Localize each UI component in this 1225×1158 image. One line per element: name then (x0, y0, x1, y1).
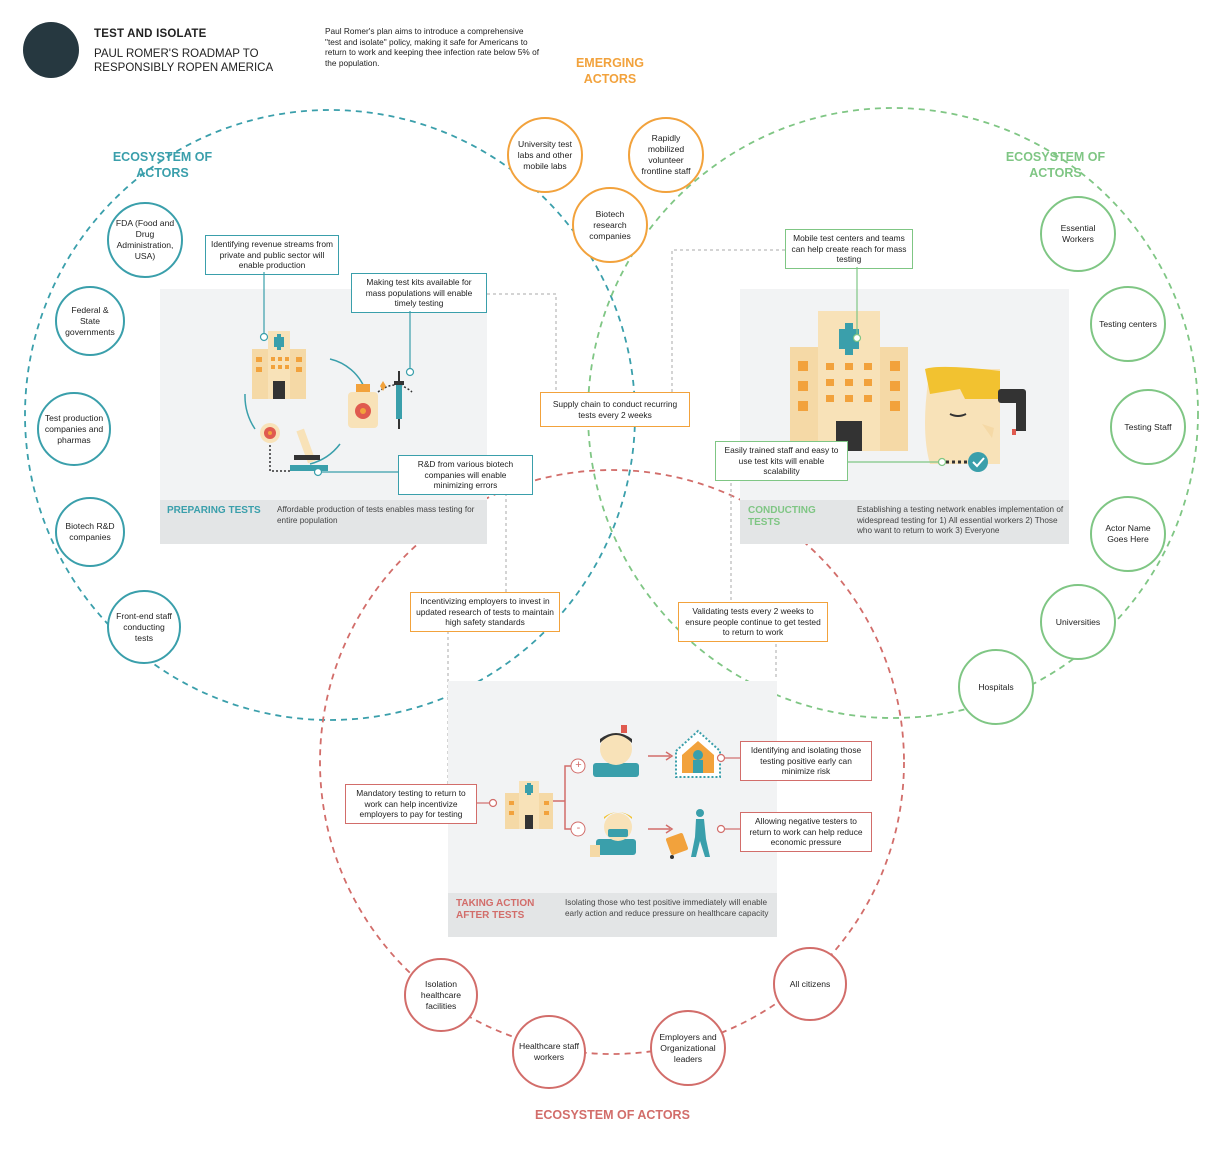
actor-fda: FDA (Food and Drug Administration, USA) (107, 202, 183, 278)
hospital-icon (790, 311, 908, 451)
callout-mandatory: Mandatory testing to return to work can … (345, 784, 477, 824)
actor-federal-state: Federal & State governments (55, 286, 125, 356)
callout-trained: Easily trained staff and easy to use tes… (715, 441, 848, 481)
conducting-label: CONDUCTING TESTS (748, 505, 816, 528)
callout-test-kits: Making test kits available for mass popu… (351, 273, 487, 313)
ecosystem-label-emerging: EMERGING ACTORS (575, 56, 645, 86)
actor-testing-centers: Testing centers (1090, 286, 1166, 362)
callout-revenue: Identifying revenue streams from private… (205, 235, 339, 275)
red-ecosystem-circle (319, 469, 905, 1055)
ecosystem-label-bottom: ECOSYSTEM OF ACTORS (535, 1108, 690, 1122)
traveler-icon (666, 809, 710, 859)
logo (23, 22, 79, 78)
conducting-illustration (790, 311, 1026, 472)
callout-validating: Validating tests every 2 weeks to ensure… (678, 602, 828, 642)
vial-icon (348, 381, 413, 428)
person-head-icon (925, 366, 1000, 464)
actor-biotech-rnd: Biotech R&D companies (55, 497, 125, 567)
actor-employers: Employers and Organizational leaders (650, 1010, 726, 1086)
conducting-desc: Establishing a testing network enables i… (857, 505, 1064, 535)
sick-person-icon (593, 725, 639, 777)
actor-essential-workers: Essential Workers (1040, 196, 1116, 272)
page-subtitle: PAUL ROMER'S ROADMAP TO RESPONSIBLY ROPE… (94, 48, 274, 74)
actor-isolation-facilities: Isolation healthcare facilities (404, 958, 478, 1032)
actor-name-placeholder: Actor Name Goes Here (1090, 496, 1166, 572)
actor-volunteer-staff: Rapidly mobilized volunteer frontline st… (628, 117, 704, 193)
microscope-icon (260, 423, 328, 472)
action-strip (448, 893, 777, 937)
callout-mobile: Mobile test centers and teams can help c… (785, 229, 913, 269)
ecosystem-label-left: ECOSYSTEM OF ACTORS (112, 150, 213, 180)
hospital-icon (252, 331, 306, 399)
actor-biotech-research: Biotech research companies (572, 187, 648, 263)
callout-supply: Supply chain to conduct recurring tests … (540, 392, 690, 427)
conducting-strip (740, 500, 1069, 544)
negative-sign: - (576, 822, 581, 834)
actor-all-citizens: All citizens (773, 947, 847, 1021)
syringe-icon (394, 371, 404, 429)
actor-testing-staff: Testing Staff (1110, 389, 1186, 465)
page-description: Paul Romer's plan aims to introduce a co… (325, 26, 540, 68)
preparing-illustration (244, 331, 413, 472)
preparing-label: PREPARING TESTS (167, 505, 261, 516)
ecosystem-label-right: ECOSYSTEM OF ACTORS (1005, 150, 1106, 180)
callout-rnd: R&D from various biotech companies will … (398, 455, 533, 495)
positive-sign: + (575, 759, 582, 771)
thermometer-icon (998, 389, 1026, 435)
hospital-icon (505, 781, 553, 829)
callout-allowing: Allowing negative testers to return to w… (740, 812, 872, 852)
action-label: TAKING ACTION AFTER TESTS (456, 898, 535, 921)
callout-identifying: Identifying and isolating those testing … (740, 741, 872, 781)
actor-front-end-staff: Front-end staff conducting tests (107, 590, 181, 664)
actor-universities: Universities (1040, 584, 1116, 660)
actor-healthcare-staff: Healthcare staff workers (512, 1015, 586, 1089)
page-title: TEST AND ISOLATE (94, 28, 207, 40)
check-icon (946, 452, 988, 472)
action-illustration (505, 725, 721, 859)
preparing-desc: Affordable production of tests enables m… (277, 505, 475, 525)
action-desc: Isolating those who test positive immedi… (565, 898, 769, 918)
callout-incentivizing: Incentivizing employers to invest in upd… (410, 592, 560, 632)
preparing-strip (160, 500, 487, 544)
isolation-house-icon (675, 729, 721, 778)
action-panel (448, 681, 777, 893)
masked-person-icon (590, 812, 636, 857)
actor-test-production: Test production companies and pharmas (37, 392, 111, 466)
connectors (447, 249, 785, 795)
actor-university-labs: University test labs and other mobile la… (507, 117, 583, 193)
actor-hospitals: Hospitals (958, 649, 1034, 725)
